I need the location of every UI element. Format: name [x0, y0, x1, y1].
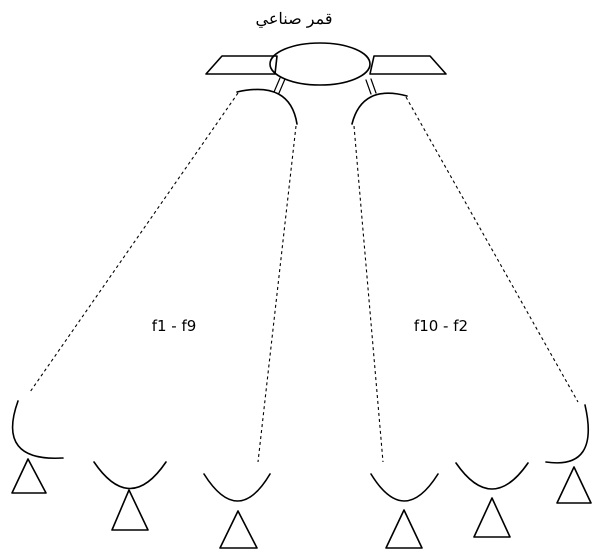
dish-antenna-icon — [545, 404, 589, 464]
dish-antenna-icon — [93, 461, 167, 490]
right-beam-outer — [405, 96, 579, 403]
ground-station-1 — [11, 400, 64, 494]
left-beam-lines — [29, 92, 297, 463]
ground-station-3 — [203, 473, 271, 549]
left-beam-inner — [257, 125, 297, 463]
right-solar-panel — [369, 55, 447, 75]
satellite-icon — [205, 42, 447, 125]
left-strut-b — [278, 78, 286, 94]
triangle-stand-icon — [473, 497, 511, 538]
left-solar-panel — [205, 55, 278, 75]
left-beam-outer — [29, 92, 239, 393]
left-strut-a — [273, 77, 281, 93]
ground-station-6 — [545, 404, 592, 504]
right-frequency-label: f10 - f2 — [414, 317, 468, 335]
triangle-stand-icon — [111, 489, 149, 531]
ground-station-5 — [455, 462, 529, 538]
right-strut-b — [370, 78, 377, 94]
ground-station-2 — [93, 461, 167, 531]
dish-antenna-icon — [370, 473, 439, 502]
triangle-stand-icon — [219, 510, 258, 549]
satellite-body — [269, 42, 371, 86]
ground-station-4 — [370, 473, 439, 549]
satellite-label: قمر صناعي — [256, 9, 333, 28]
dish-antenna-icon — [455, 462, 529, 490]
triangle-stand-icon — [11, 458, 47, 494]
dish-antenna-icon — [11, 400, 64, 459]
dish-antenna-icon — [203, 473, 271, 502]
right-strut-a — [365, 79, 372, 95]
satellite-left-dish — [236, 88, 298, 125]
right-beam-inner — [353, 125, 384, 463]
triangle-stand-icon — [556, 466, 592, 504]
left-frequency-label: f1 - f9 — [152, 317, 197, 335]
right-beam-lines — [353, 96, 579, 463]
triangle-stand-icon — [385, 509, 423, 549]
satellite-right-dish — [351, 92, 408, 125]
